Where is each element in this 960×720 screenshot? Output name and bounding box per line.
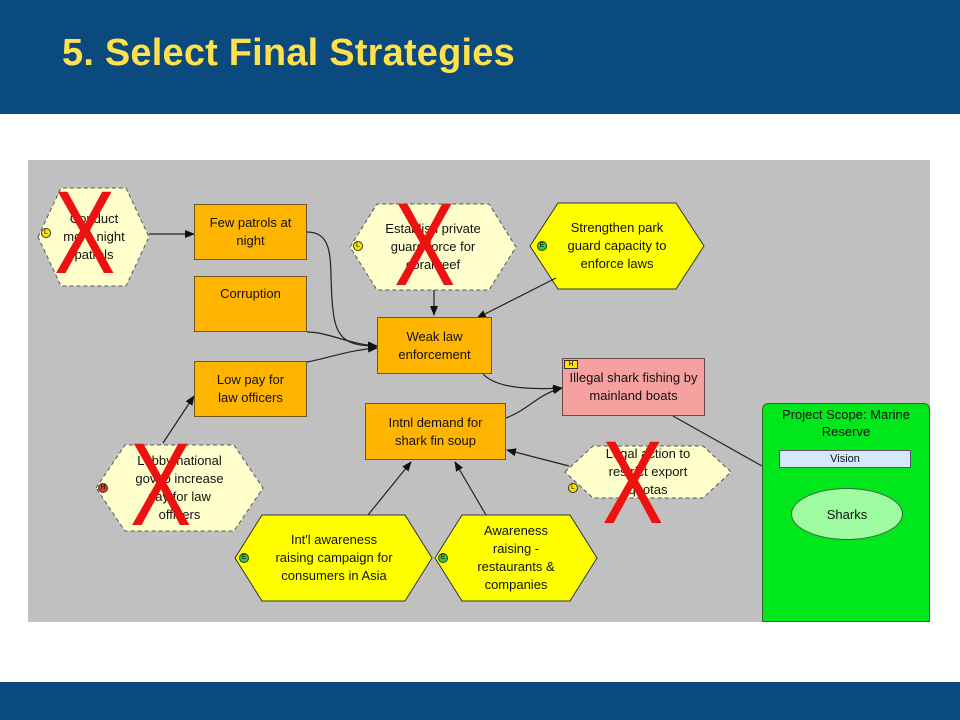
strategy-establish-guard-label: Establish private guard force for coral …: [385, 221, 481, 272]
factor-low-pay-label: Low pay for law officers: [216, 372, 285, 405]
footer-bar: [0, 682, 960, 720]
hex-lobby[interactable]: [95, 444, 264, 532]
target-sharks-label: Sharks: [826, 506, 868, 522]
link-few-patrols-to-weak-law: [306, 231, 378, 350]
hex-awareness-asia[interactable]: [234, 514, 433, 602]
project-scope-title: Project Scope: Marine Reserve: [782, 407, 910, 439]
strategy-strengthen-guard-label: Strengthen park guard capacity to enforc…: [567, 220, 667, 271]
factor-low-pay[interactable]: Low pay for law officers: [194, 361, 307, 417]
conceptual-model-diagram: Few patrols at night Corruption Weak law…: [28, 160, 930, 622]
low-rating-badge: L: [353, 241, 363, 251]
low-rating-badge: L: [41, 228, 51, 238]
link-demand-to-fishing: [505, 386, 563, 419]
hex-legal-action[interactable]: [564, 445, 732, 499]
factor-few-patrols-label: Few patrols at night: [209, 215, 292, 248]
hex-conduct-patrols[interactable]: [37, 187, 150, 287]
high-rating-badge: H: [564, 360, 578, 369]
strategy-awareness-rest-label: Awareness raising - restaurants & compan…: [477, 523, 555, 592]
factor-intnl-demand[interactable]: Intnl demand for shark fin soup: [365, 403, 506, 460]
effective-rating-badge: E: [239, 553, 249, 563]
strategy-awareness-asia-label: Int'l awareness raising campaign for con…: [275, 532, 393, 583]
factor-few-patrols[interactable]: Few patrols at night: [194, 204, 307, 260]
hex-strengthen-guard[interactable]: [529, 202, 705, 290]
header-bar: [0, 0, 960, 114]
link-legal-to-demand: [506, 448, 570, 467]
factor-weak-law-label: Weak law enforcement: [398, 328, 471, 362]
strategy-legal-action-label: Legal action to restrict export quotas: [605, 446, 691, 497]
high-rating-badge: H: [98, 483, 108, 493]
link-strengthen-to-weak-law: [476, 277, 557, 319]
link-corruption-to-weak-law: [306, 331, 378, 350]
rejected-x-mark: X: [602, 417, 664, 549]
rejected-x-mark: X: [54, 167, 116, 299]
effective-rating-badge: E: [537, 241, 547, 251]
strategy-conduct-patrols-label: Conduct more night patrols: [63, 211, 125, 262]
hex-establish-guard[interactable]: [349, 203, 517, 291]
link-low-pay-to-weak-law: [306, 344, 378, 363]
vision-box[interactable]: Vision: [779, 450, 911, 468]
link-lobby-to-low-pay: [162, 395, 195, 444]
factor-intnl-demand-label: Intnl demand for shark fin soup: [388, 414, 483, 448]
diagram-graphics: [37, 187, 811, 602]
link-weak-law-to-fishing: [482, 373, 563, 393]
rejected-x-mark: X: [130, 419, 192, 551]
threat-illegal-fishing[interactable]: Illegal shark fishing by mainland boats: [562, 358, 705, 416]
factor-corruption[interactable]: Corruption: [194, 276, 307, 332]
link-rest-to-demand: [454, 461, 487, 516]
strategy-lobby-label: Lobby national gov to increase pay for l…: [135, 453, 224, 522]
effective-rating-badge: E: [438, 553, 448, 563]
slide-title: 5. Select Final Strategies: [62, 32, 515, 74]
threat-illegal-fishing-label: Illegal shark fishing by mainland boats: [569, 370, 698, 403]
low-rating-badge: L: [568, 483, 578, 493]
factor-corruption-label: Corruption: [220, 286, 281, 301]
factor-weak-law[interactable]: Weak law enforcement: [377, 317, 492, 374]
project-scope-box[interactable]: Project Scope: Marine Reserve Vision Sha…: [762, 403, 930, 622]
link-asia-to-demand: [367, 461, 412, 516]
hex-awareness-rest[interactable]: [434, 514, 598, 602]
rejected-x-mark: X: [394, 179, 456, 311]
target-sharks[interactable]: Sharks: [791, 488, 903, 540]
